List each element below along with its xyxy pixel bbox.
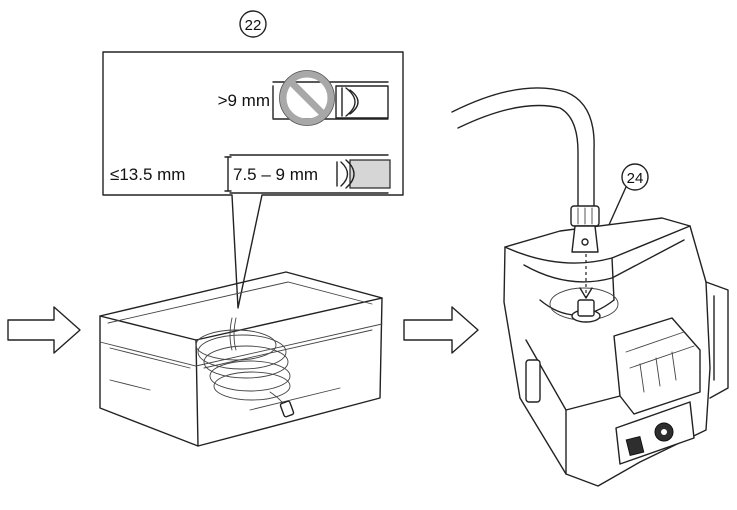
water-basin [99, 271, 383, 447]
correct-length-row: ≤13.5 mm 7.5 – 9 mm [110, 154, 391, 194]
callout-24-number: 24 [627, 170, 644, 187]
arrow-left-icon [7, 306, 81, 354]
device-front-panel [615, 401, 695, 465]
range-label: 7.5 – 9 mm [233, 165, 318, 184]
arrow-right-icon [403, 306, 479, 354]
too-long-row: >9 mm [218, 70, 389, 126]
hose-connector [570, 205, 600, 299]
device-lid [613, 317, 701, 415]
prohibited-icon [279, 70, 335, 126]
too-long-label: >9 mm [218, 91, 270, 110]
callout-22-number: 22 [245, 17, 262, 34]
hose [451, 87, 595, 207]
coiled-hose [195, 317, 295, 418]
max-length-label: ≤13.5 mm [110, 165, 185, 184]
callout-22: 22 [239, 10, 267, 38]
